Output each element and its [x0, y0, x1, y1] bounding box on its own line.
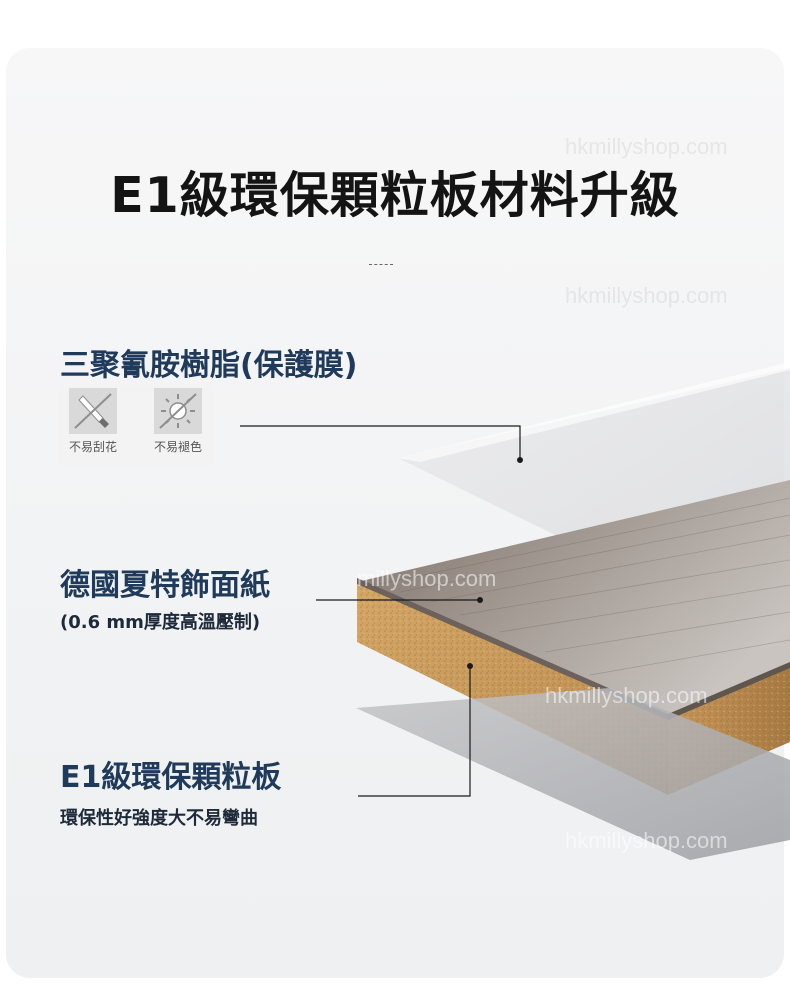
layer-sub-decor-paper: (0.6 mm厚度高溫壓制) [60, 612, 261, 633]
watermark: hkmillyshop.com [565, 828, 728, 853]
title-divider [369, 264, 393, 266]
decor-paper-surface [357, 480, 790, 718]
watermark: hkmillyshop.com [545, 683, 708, 708]
layer-label-protective-film: 三聚氰胺樹脂(保護膜) [60, 348, 358, 383]
watermark: hkmillyshop.com [565, 134, 728, 159]
bottom-sheet-layer [356, 688, 790, 860]
feature-fade-resistant: 不易褪色 [143, 388, 213, 455]
feature-caption: 不易刮花 [68, 440, 117, 454]
layer-label-decor-paper: 德國夏特飾面紙 [60, 568, 270, 603]
leader-dot-decor [477, 597, 483, 603]
leader-line-film [240, 425, 521, 460]
feature-caption: 不易褪色 [153, 440, 202, 454]
leader-dot-board [467, 663, 473, 669]
leader-line-board [358, 666, 471, 797]
feature-scratch-resistant: 不易刮花 [58, 388, 128, 455]
watermark: millyshop.com [357, 566, 497, 591]
layer-label-particle-board: E1級環保顆粒板 [60, 760, 282, 795]
scratch-knife-icon [69, 388, 117, 434]
sun-fade-icon [154, 388, 202, 434]
watermark: hkmillyshop.com [565, 283, 728, 308]
layer-sub-particle-board: 環保性好強度大不易彎曲 [60, 808, 258, 829]
leader-dot-film [517, 457, 523, 463]
page-title: E1級環保顆粒板材料升級 [110, 167, 680, 224]
